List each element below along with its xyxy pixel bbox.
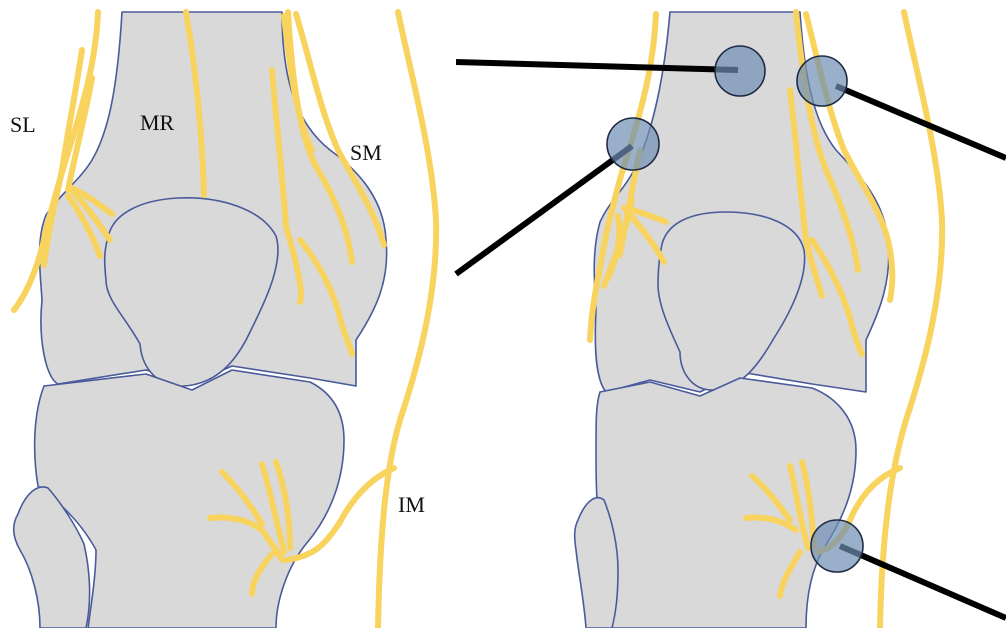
label-sm: SM	[350, 140, 382, 165]
target-circle-1	[715, 46, 765, 96]
probe-line-4	[840, 546, 1006, 618]
right-knee-panel	[456, 12, 1006, 628]
target-circle-3	[607, 118, 659, 170]
label-sl: SL	[10, 112, 36, 137]
label-im: IM	[398, 492, 425, 517]
target-circle-4	[811, 520, 863, 572]
label-mr: MR	[140, 110, 175, 135]
right-tibia	[596, 378, 856, 628]
target-circle-2	[797, 56, 847, 106]
left-knee-panel: SL MR SM IM	[10, 12, 436, 628]
